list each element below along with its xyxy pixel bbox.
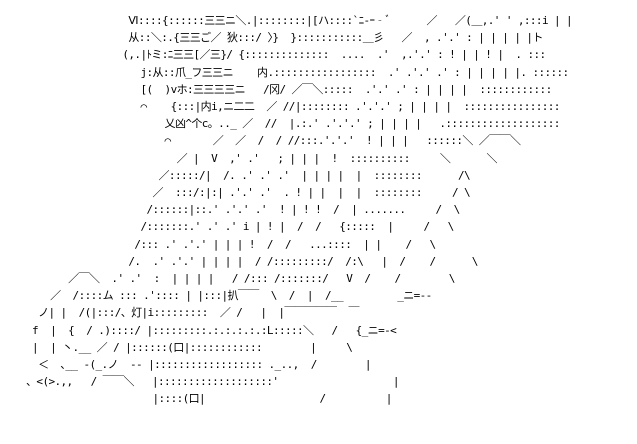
ascii-art-line: j:从::爪_フ三三ニ 内.::::::::::::::::: .' .'.' …	[20, 65, 569, 79]
ascii-art-line: 、<(>.,, / ￣￣＼ |:::::::::::::::::::' |	[20, 375, 399, 389]
ascii-art-line: | | 丶.__ ／ / |::::::(口|:::::::::::: | \	[20, 340, 353, 354]
ascii-art-line: 乂凶^个c。.._ ／ // |.:.' .'.'.' ; | | | | .:…	[20, 117, 561, 131]
ascii-art-line: /::::::|::.' .'.' .' ! | ! ! / | .......…	[20, 203, 460, 217]
ascii-art-line: [( )vホ:三三三三ニ /冈/ ／￣＼::::: .'.' .' : | | …	[20, 82, 552, 96]
ascii-art-line: 从::＼:.{三三ご／ 狄:::/ 〉} }:::::::::::＿彡 ／ , …	[20, 31, 543, 45]
ascii-art-line: ＜ ､__ -(_.ノ -- |:::::::::::::::::: ._..,…	[20, 358, 371, 372]
ascii-art-line: /. .' .'.' | | | | / /:::::::::/ /:\ | /…	[20, 254, 478, 268]
ascii-art-line: ⌒ {:::|内i,ニ二二 ／ //|:::::::: .'.'.' ; | |…	[20, 100, 560, 114]
ascii-art-line: ／ | V ,' .' ; | | | ! :::::::::: ＼ ＼	[20, 151, 498, 165]
ascii-art-line: Ⅵ::::{::::::三三ニ＼.|::::::::|[ハ::::`ﾆ-ｰ‐ﾞ …	[20, 14, 573, 27]
ascii-art-line: /::: .' .'.' | | | ! / / ...:::: | | / \	[20, 237, 436, 251]
ascii-art-line: (,.|ﾄミ:ﾆ三三[／三}/ {:::::::::::::: .... .' …	[20, 48, 546, 62]
ascii-art-line: ／ /::::ム ::: .':::: | |:::|扒￣￣ \ / | /__…	[20, 289, 432, 303]
ascii-art-line: ノ| | /(|:::/、灯|i::::::::: ／ / | |￣￣￣￣￣ ￣	[20, 306, 359, 320]
ascii-art-line: ⌒ ／ ／ / / //:::.'.'.' ! | | | ::::::＼ ／￣…	[20, 134, 521, 148]
ascii-art-line: ／￣＼ .' .' : | | | | / /::: /:::::::/ V /…	[20, 272, 455, 286]
ascii-art-line: f | { / .)::::/ |:::::::::.:.:.:.:.:L:::…	[20, 323, 397, 337]
ascii-art: Ⅵ::::{::::::三三ニ＼.|::::::::|[ハ::::`ﾆ-ｰ‐ﾞ …	[20, 12, 620, 432]
ascii-art-line: |::::(口| / |	[20, 392, 392, 406]
ascii-art-line: ／:::::/| /. .' .' .' | | | | | :::::::: …	[20, 168, 471, 182]
ascii-art-line: ／ :::/:|:| .'.' .' . ! | | | | :::::::: …	[20, 186, 471, 200]
ascii-art-line: /:::::::.' .' .' i | ! | / / {::::: | / …	[20, 220, 454, 234]
